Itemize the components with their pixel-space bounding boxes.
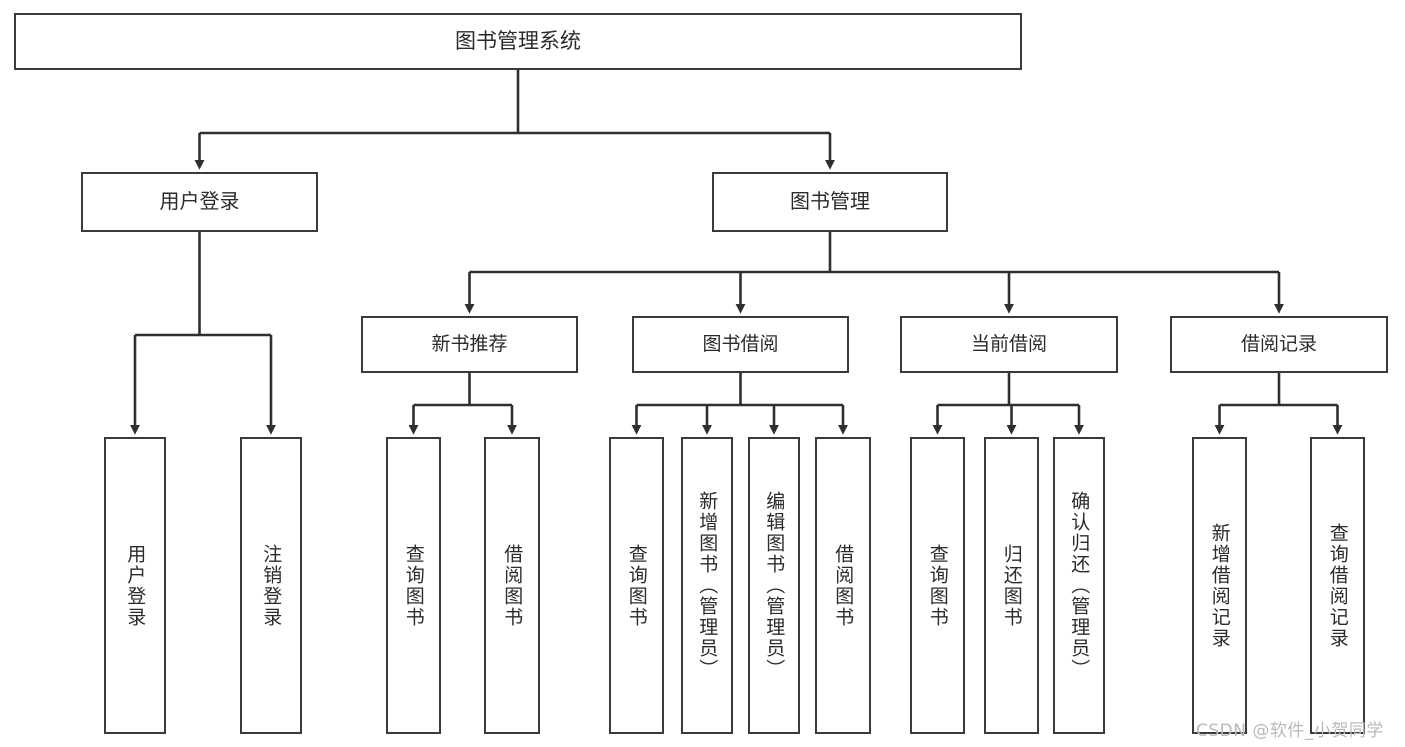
node-leaf-query-book-1[interactable]: 查询图书	[386, 437, 441, 734]
node-leaf-query-book-1-label: 查询图书	[402, 543, 425, 628]
node-new-book-recommend[interactable]: 新书推荐	[361, 316, 578, 373]
node-book-borrow-label: 图书借阅	[702, 333, 779, 356]
node-leaf-borrow-book-2[interactable]: 借阅图书	[815, 437, 871, 734]
node-leaf-add-book-label: 新增图书（管理员）	[696, 491, 719, 680]
node-leaf-query-book-3-label: 查询图书	[926, 543, 949, 628]
node-leaf-edit-book-label: 编辑图书（管理员）	[763, 491, 786, 680]
node-user-login-label: 用户登录	[159, 189, 240, 214]
node-leaf-return-book-label: 归还图书	[1000, 543, 1023, 628]
node-book-borrow[interactable]: 图书借阅	[632, 316, 849, 373]
node-leaf-query-book-2[interactable]: 查询图书	[609, 437, 664, 734]
node-leaf-edit-book[interactable]: 编辑图书（管理员）	[748, 437, 800, 734]
node-root-label: 图书管理系统	[455, 29, 581, 54]
node-leaf-confirm-return-label: 确认归还（管理员）	[1068, 491, 1091, 680]
node-user-login[interactable]: 用户登录	[81, 172, 318, 232]
node-leaf-user-logout[interactable]: 注销登录	[240, 437, 302, 734]
node-leaf-query-book-3[interactable]: 查询图书	[910, 437, 965, 734]
node-new-book-recommend-label: 新书推荐	[431, 333, 508, 356]
watermark: CSDN @软件_小贺同学	[1196, 721, 1384, 741]
node-leaf-borrow-book-1-label: 借阅图书	[501, 543, 524, 628]
node-leaf-user-logout-label: 注销登录	[260, 543, 283, 628]
node-leaf-add-record[interactable]: 新增借阅记录	[1192, 437, 1247, 734]
node-leaf-query-book-2-label: 查询图书	[625, 543, 648, 628]
node-leaf-return-book[interactable]: 归还图书	[984, 437, 1039, 734]
node-leaf-borrow-book-2-label: 借阅图书	[832, 543, 855, 628]
node-leaf-add-book[interactable]: 新增图书（管理员）	[681, 437, 733, 734]
node-leaf-user-login-label: 用户登录	[124, 543, 147, 628]
node-current-borrow-label: 当前借阅	[970, 333, 1047, 356]
node-book-manage[interactable]: 图书管理	[712, 172, 948, 232]
node-borrow-record[interactable]: 借阅记录	[1170, 316, 1388, 373]
node-leaf-query-record[interactable]: 查询借阅记录	[1310, 437, 1365, 734]
node-leaf-borrow-book-1[interactable]: 借阅图书	[484, 437, 540, 734]
node-leaf-confirm-return[interactable]: 确认归还（管理员）	[1053, 437, 1105, 734]
node-current-borrow[interactable]: 当前借阅	[900, 316, 1118, 373]
node-leaf-user-login[interactable]: 用户登录	[104, 437, 166, 734]
node-leaf-add-record-label: 新增借阅记录	[1208, 522, 1231, 649]
node-book-manage-label: 图书管理	[790, 189, 870, 214]
node-leaf-query-record-label: 查询借阅记录	[1326, 522, 1349, 649]
node-borrow-record-label: 借阅记录	[1240, 333, 1317, 356]
node-root[interactable]: 图书管理系统	[14, 13, 1022, 70]
